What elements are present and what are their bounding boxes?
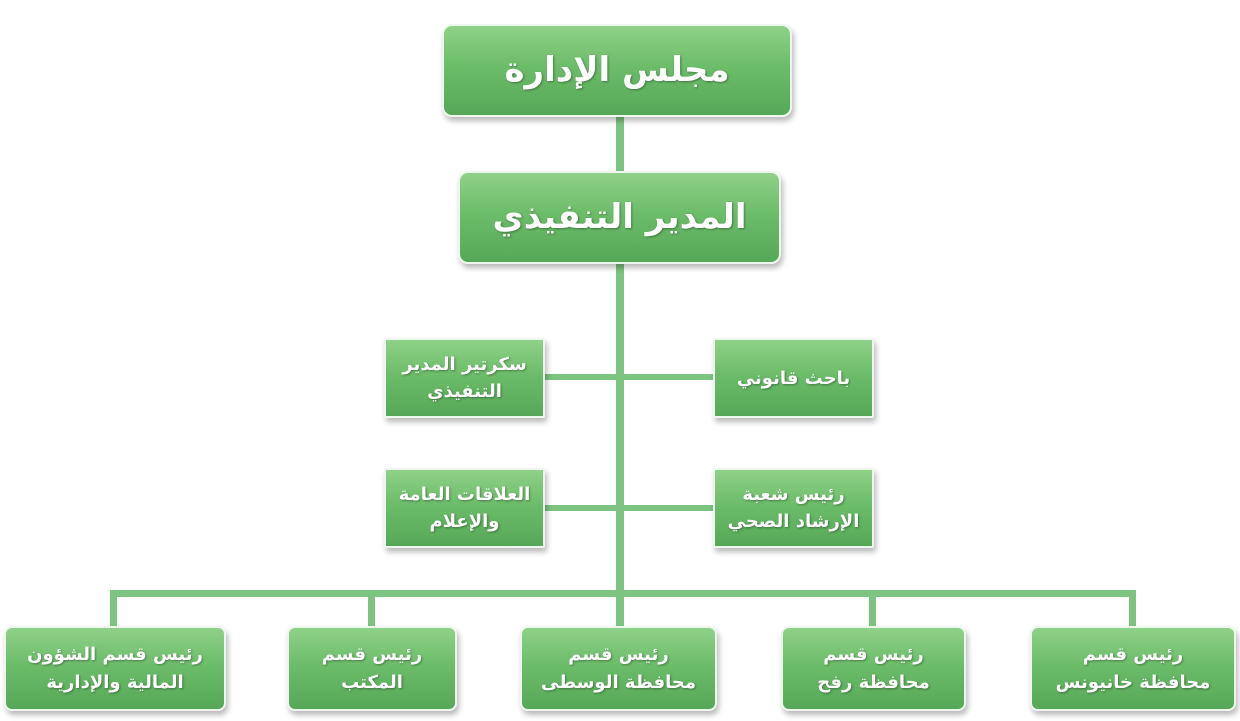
node-legal-researcher: باحث قانوني xyxy=(713,338,874,418)
node-khan-younis-governorate: رئيس قسم محافظة خانيونس xyxy=(1030,626,1236,711)
connector-drop-4 xyxy=(869,590,876,628)
node-rafah-governorate-line1: رئيس قسم xyxy=(823,643,924,665)
node-board-label: مجلس الإدارة xyxy=(504,49,730,90)
node-public-relations-line2: والإعلام xyxy=(429,511,500,532)
node-executive-director-label: المدير التنفيذي xyxy=(492,196,747,237)
connector-row2-horizontal xyxy=(543,505,715,511)
node-secretary-line1: سكرتير المدير xyxy=(402,354,527,375)
node-khan-younis-governorate-line2: محافظة خانيونس xyxy=(1055,671,1211,693)
node-health-education: رئيس شعبة الإرشاد الصحي xyxy=(713,468,874,548)
node-rafah-governorate: رئيس قسم محافظة رفح xyxy=(781,626,966,711)
connector-drop-3 xyxy=(616,590,624,628)
connector-row1-horizontal xyxy=(543,374,715,380)
node-health-education-line1: رئيس شعبة xyxy=(742,484,845,505)
node-board: مجلس الإدارة xyxy=(442,24,792,117)
node-legal-researcher-label: باحث قانوني xyxy=(736,367,851,389)
node-khan-younis-governorate-line1: رئيس قسم xyxy=(1082,643,1184,665)
node-middle-governorate-line2: محافظة الوسطى xyxy=(540,671,697,693)
node-office-line2: المكتب xyxy=(341,671,403,693)
node-finance-admin: رئيس قسم الشؤون المالية والإدارية xyxy=(4,626,226,711)
node-office-line1: رئيس قسم xyxy=(321,643,423,665)
node-rafah-governorate-line2: محافظة رفح xyxy=(817,671,930,693)
connector-drop-1 xyxy=(110,590,117,628)
connector-drop-2 xyxy=(368,590,375,628)
node-middle-governorate: رئيس قسم محافظة الوسطى xyxy=(520,626,717,711)
node-secretary: سكرتير المدير التنفيذي xyxy=(384,338,545,418)
node-office: رئيس قسم المكتب xyxy=(287,626,457,711)
connector-board-director xyxy=(616,116,624,172)
node-public-relations: العلاقات العامة والإعلام xyxy=(384,468,545,548)
node-health-education-line2: الإرشاد الصحي xyxy=(727,511,860,532)
node-finance-admin-line2: المالية والإدارية xyxy=(46,671,184,693)
connector-main-trunk xyxy=(616,262,624,596)
node-finance-admin-line1: رئيس قسم الشؤون xyxy=(27,643,203,665)
connector-drop-5 xyxy=(1129,590,1136,628)
node-secretary-line2: التنفيذي xyxy=(427,381,502,402)
node-public-relations-line1: العلاقات العامة xyxy=(398,484,531,505)
node-middle-governorate-line1: رئيس قسم xyxy=(568,643,669,665)
node-executive-director: المدير التنفيذي xyxy=(458,171,781,264)
